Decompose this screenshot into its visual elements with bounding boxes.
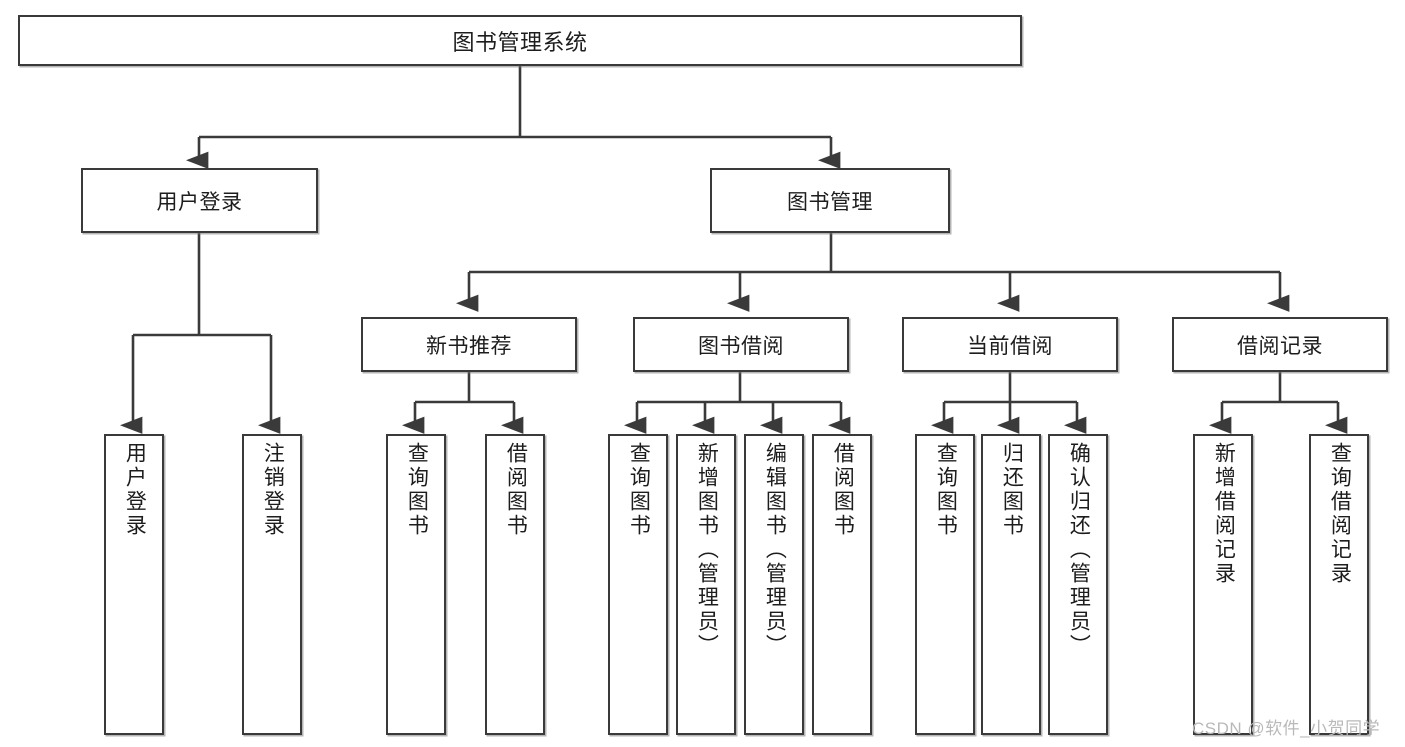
leaf-book-borrow-add[interactable]: 新增图书（管理员） <box>676 434 736 735</box>
node-label: 图书管理 <box>787 190 873 214</box>
node-user-login[interactable]: 用户登录 <box>81 168 318 233</box>
leaf-current-borrow-confirm[interactable]: 确认归还（管理员） <box>1048 434 1108 735</box>
node-label: 用户登录 <box>123 442 147 538</box>
node-book-borrow[interactable]: 图书借阅 <box>633 317 849 372</box>
leaf-current-borrow-query[interactable]: 查询图书 <box>915 434 975 735</box>
node-label: 图书借阅 <box>698 334 784 358</box>
node-current-borrow[interactable]: 当前借阅 <box>902 317 1118 372</box>
leaf-user-login-logout[interactable]: 注销登录 <box>242 434 302 735</box>
leaf-book-borrow-query[interactable]: 查询图书 <box>608 434 668 735</box>
node-label: 归还图书 <box>1000 442 1024 538</box>
node-label: 查询借阅记录 <box>1328 442 1352 586</box>
node-new-book-recommend[interactable]: 新书推荐 <box>361 317 577 372</box>
leaf-user-login-login[interactable]: 用户登录 <box>104 434 164 735</box>
node-label: 借阅记录 <box>1237 334 1323 358</box>
watermark-label: CSDN @软件_小贺同学 <box>1192 719 1381 738</box>
node-label: 查询图书 <box>405 442 429 538</box>
node-root-system[interactable]: 图书管理系统 <box>18 15 1022 66</box>
node-label: 查询图书 <box>934 442 958 538</box>
node-label: 新增借阅记录 <box>1212 442 1236 586</box>
leaf-book-borrow-edit[interactable]: 编辑图书（管理员） <box>744 434 804 735</box>
leaf-borrow-record-query[interactable]: 查询借阅记录 <box>1309 434 1369 735</box>
leaf-new-book-borrow[interactable]: 借阅图书 <box>485 434 545 735</box>
node-borrow-record[interactable]: 借阅记录 <box>1172 317 1388 372</box>
node-label: 确认归还（管理员） <box>1067 442 1091 658</box>
node-label: 新增图书（管理员） <box>695 442 719 658</box>
node-label: 借阅图书 <box>831 442 855 538</box>
leaf-new-book-query[interactable]: 查询图书 <box>386 434 446 735</box>
leaf-book-borrow-borrow[interactable]: 借阅图书 <box>812 434 872 735</box>
leaf-borrow-record-add[interactable]: 新增借阅记录 <box>1193 434 1253 735</box>
node-book-management[interactable]: 图书管理 <box>710 168 950 233</box>
node-label: 编辑图书（管理员） <box>763 442 787 658</box>
node-label: 借阅图书 <box>504 442 528 538</box>
node-label: 用户登录 <box>156 190 243 214</box>
node-label: 注销登录 <box>261 442 285 538</box>
node-label: 新书推荐 <box>426 334 512 358</box>
node-label: 当前借阅 <box>967 334 1053 358</box>
leaf-current-borrow-return[interactable]: 归还图书 <box>981 434 1041 735</box>
node-label: 查询图书 <box>627 442 651 538</box>
node-label: 图书管理系统 <box>452 29 588 55</box>
